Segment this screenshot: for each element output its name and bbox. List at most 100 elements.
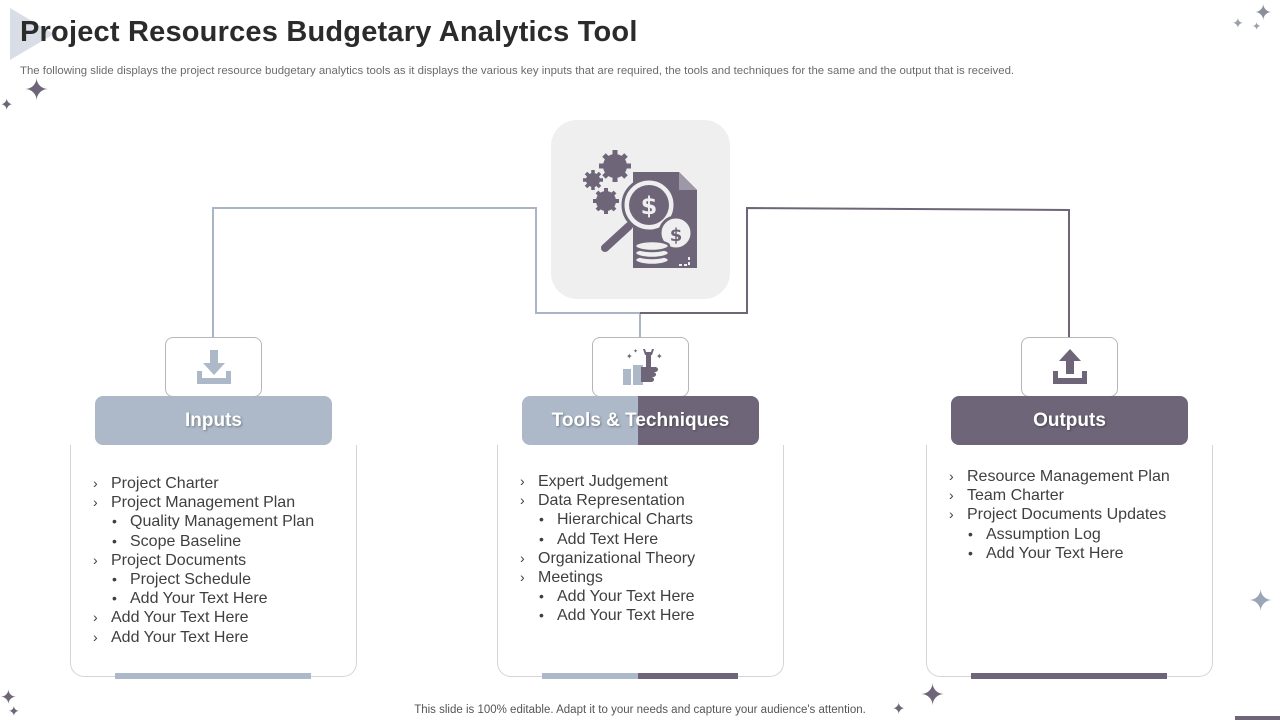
- sparkle-icon: ✦: [1252, 21, 1262, 33]
- chevron-right-icon: ›: [520, 549, 525, 566]
- inputs-accent-bar: [115, 673, 311, 679]
- tools-header-label: Tools & Techniques: [551, 409, 730, 431]
- sparkle-icon: ✦: [1254, 0, 1273, 25]
- bullet-dot-icon: •: [112, 513, 117, 530]
- bullet-dot-icon: •: [539, 607, 544, 624]
- inputs-header: Inputs: [95, 396, 332, 445]
- chevron-right-icon: ›: [949, 487, 954, 504]
- bullet-dot-icon: •: [112, 590, 117, 607]
- outputs-header-label: Outputs: [1033, 409, 1106, 431]
- list-item: › Team Charter: [949, 486, 1170, 505]
- tools-accent-bar: [542, 673, 738, 679]
- list-item-text: Hierarchical Charts: [557, 511, 694, 529]
- chevron-right-icon: ›: [93, 628, 98, 645]
- corner-triangle-decoration: [10, 8, 54, 60]
- inputs-list: › Project Charter›Project Management Plan…: [93, 474, 314, 647]
- list-item: › Project Charter: [93, 474, 314, 493]
- list-item-text: Project Documents: [111, 551, 247, 569]
- tools-icon-box: ✦ ✦ ✦: [592, 337, 689, 397]
- list-item-text: Data Representation: [538, 492, 685, 510]
- list-item: • Add Your Text Here: [93, 589, 314, 608]
- list-item: › Expert Judgement: [520, 472, 695, 491]
- footer-accent-bar: [1235, 716, 1280, 720]
- list-item-text: Add Your Text Here: [111, 628, 249, 646]
- sparkle-icon: ✦: [920, 679, 946, 712]
- tools-list: ›Expert Judgement›Data Representation•Hi…: [520, 472, 695, 626]
- inputs-header-label: Inputs: [185, 409, 242, 431]
- list-item-text: Resource Management Plan: [967, 468, 1170, 485]
- list-item: ›Meetings: [520, 568, 695, 587]
- tools-card: [497, 445, 784, 677]
- list-item: ›Project Management Plan: [93, 493, 314, 512]
- list-item: › Project Documents: [93, 551, 314, 570]
- list-item: › Data Representation: [520, 491, 695, 510]
- list-item: ›Add Your Text Here: [93, 608, 314, 627]
- tools-icon: ✦ ✦ ✦: [622, 348, 663, 385]
- list-item-text: Project Charter: [111, 475, 219, 492]
- list-item: › Organizational Theory: [520, 549, 695, 568]
- bullet-dot-icon: •: [112, 532, 117, 549]
- sparkle-icon: ✦: [1232, 15, 1244, 31]
- center-icon-container: $ $: [551, 120, 730, 299]
- bullet-dot-icon: •: [968, 525, 973, 542]
- list-item-text: Add Your Text Here: [130, 590, 268, 608]
- budget-analytics-icon: $ $: [583, 150, 697, 268]
- list-item-text: Expert Judgement: [538, 473, 668, 490]
- list-item-text: Project Schedule: [130, 570, 251, 588]
- list-item-text: Scope Baseline: [130, 532, 242, 550]
- chevron-right-icon: ›: [949, 506, 954, 523]
- outputs-icon-box: [1021, 337, 1118, 397]
- list-item-text: Add Your Text Here: [986, 544, 1124, 562]
- chevron-right-icon: ›: [93, 551, 98, 568]
- list-item-text: Assumption Log: [986, 525, 1101, 543]
- sparkle-icon: ✦: [0, 97, 14, 114]
- bullet-dot-icon: •: [539, 530, 544, 547]
- svg-text:$: $: [670, 225, 683, 246]
- svg-text:✦: ✦: [633, 348, 638, 355]
- list-item: • Quality Management Plan: [93, 512, 314, 531]
- list-item: › Resource Management Plan: [949, 467, 1170, 486]
- chevron-right-icon: ›: [520, 473, 525, 489]
- list-item: • Scope Baseline: [93, 532, 314, 551]
- outputs-header: Outputs: [951, 396, 1188, 445]
- list-item-text: Quality Management Plan: [130, 513, 315, 531]
- sparkle-icon: ✦: [24, 74, 50, 107]
- page-subtitle: The following slide displays the project…: [20, 65, 1015, 77]
- inputs-icon-box: [165, 337, 262, 397]
- bullet-dot-icon: •: [539, 588, 544, 605]
- page-title: Project Resources Budgetary Analytics To…: [20, 16, 638, 48]
- outputs-list: › Resource Management Plan › Team Charter›P…: [949, 467, 1170, 563]
- sparkle-icon: ✦: [892, 701, 906, 718]
- list-item-text: Add Your Text Here: [111, 609, 249, 627]
- download-icon: [196, 350, 231, 384]
- list-item: • Add Text Here: [520, 530, 695, 549]
- inputs-card: [70, 445, 357, 677]
- footer-note: This slide is 100% editable. Adapt it to…: [414, 704, 866, 716]
- svg-text:✦: ✦: [626, 352, 633, 361]
- list-item: • Assumption Log: [949, 525, 1170, 544]
- list-item-text: Add Text Here: [557, 530, 659, 548]
- bullet-dot-icon: •: [968, 544, 973, 561]
- svg-text:$: $: [641, 192, 658, 220]
- list-item-text: Organizational Theory: [538, 549, 696, 567]
- chevron-right-icon: ›: [520, 492, 525, 509]
- list-item-text: Meetings: [538, 568, 603, 586]
- list-item-text: Team Charter: [967, 487, 1064, 505]
- tools-header: Tools & Techniques: [522, 396, 759, 445]
- sparkle-icon: ✦: [0, 687, 17, 709]
- sparkle-icon: ✦: [1248, 585, 1274, 618]
- chevron-right-icon: ›: [93, 494, 98, 511]
- chevron-right-icon: ›: [949, 468, 954, 484]
- list-item: › Add Your Text Here: [93, 628, 314, 647]
- sparkle-icon: ✦: [8, 703, 20, 719]
- list-item: •Project Schedule: [93, 570, 314, 589]
- list-item: ›Project Documents Updates: [949, 505, 1170, 524]
- upload-icon: [1052, 349, 1087, 384]
- bullet-dot-icon: •: [539, 511, 544, 528]
- list-item: • Add Your Text Here: [520, 606, 695, 625]
- chevron-right-icon: ›: [93, 475, 98, 491]
- list-item: • Add Your Text Here: [949, 544, 1170, 563]
- list-item-text: Add Your Text Here: [557, 588, 695, 606]
- list-item-text: Add Your Text Here: [557, 607, 695, 625]
